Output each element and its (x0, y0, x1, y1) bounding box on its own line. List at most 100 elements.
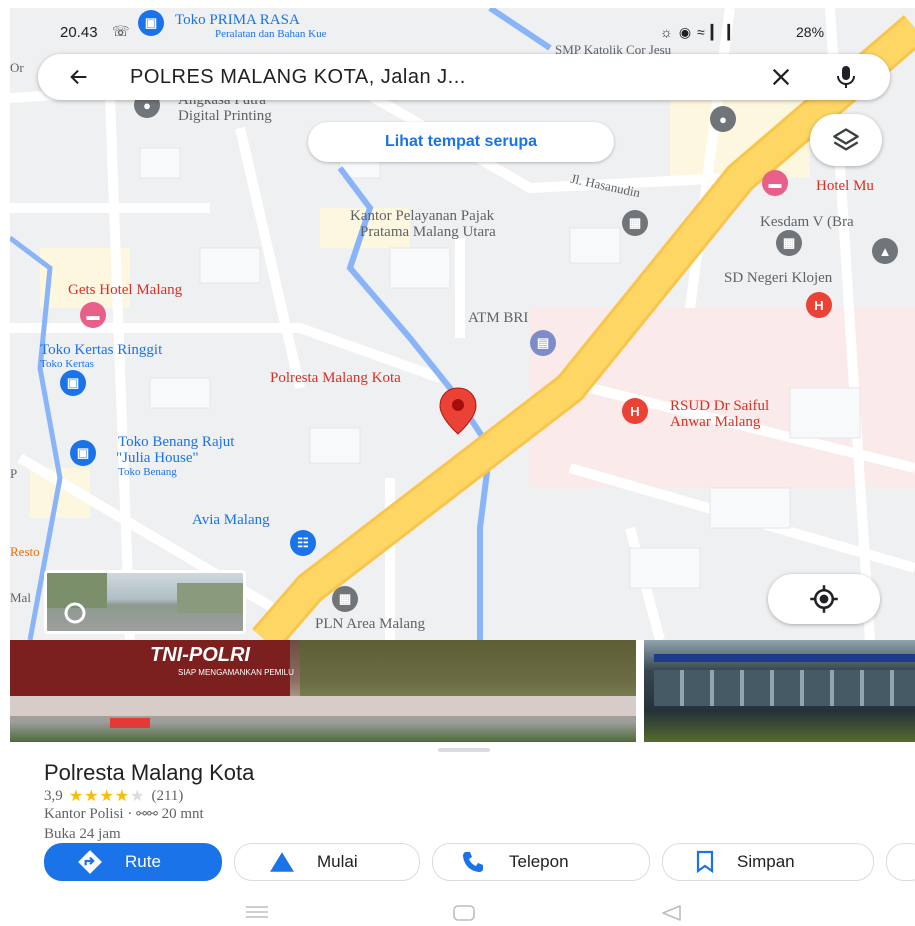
hospital-icon-2[interactable]: H (622, 398, 648, 424)
street-view-thumbnail[interactable] (44, 570, 246, 634)
route-button[interactable]: Rute (44, 843, 222, 881)
map-label-avia[interactable]: Avia Malang (192, 512, 270, 528)
route-label: Rute (125, 852, 161, 871)
back-arrow-icon[interactable] (68, 66, 90, 88)
map-label-pln[interactable]: PLN Area Malang (315, 616, 425, 632)
place-category: Kantor Polisi (44, 806, 124, 822)
star-rating: ★★★★★ (69, 786, 146, 806)
back-nav-icon[interactable] (660, 904, 682, 922)
photo-banner (10, 640, 290, 700)
place-photo-2[interactable] (644, 640, 915, 742)
sheet-drag-handle[interactable] (438, 748, 490, 752)
school-cap-icon[interactable]: ▲ (872, 238, 898, 264)
save-label: Simpan (737, 852, 795, 871)
opening-hours: Buka 24 jam (44, 826, 121, 842)
category-row: Kantor Polisi · ⚯⚯ 20 mnt (44, 806, 204, 823)
map-label-angkasa-2: Digital Printing (178, 108, 272, 124)
my-location-button[interactable] (768, 574, 880, 624)
atm-icon[interactable]: ▤ (530, 330, 556, 356)
call-button[interactable]: Telepon (432, 843, 650, 881)
photo-windows (654, 670, 915, 706)
map-label-toko-benang-1[interactable]: Toko Benang Rajut (118, 434, 235, 450)
map-label-toko-prima-sub: Peralatan dan Bahan Kue (215, 28, 327, 40)
map-label-toko-prima[interactable]: Toko PRIMA RASA (175, 12, 300, 28)
photo-barrier (110, 718, 150, 728)
map-label-atm-bri[interactable]: ATM BRI (468, 310, 529, 326)
map-label-kesdam[interactable]: Kesdam V (Bra (760, 214, 854, 230)
government-building-icon-2[interactable]: ▦ (776, 230, 802, 256)
navigation-arrow-icon (270, 852, 294, 872)
selected-place-pin-icon[interactable] (438, 386, 478, 436)
review-count: (211) (151, 787, 184, 804)
photo-banner-text: TNI-POLRI (150, 644, 250, 666)
map-label-or: Or (10, 60, 24, 75)
hotel-bed-icon-2[interactable]: ▬ (80, 302, 106, 328)
map-label-hotel-mu[interactable]: Hotel Mu (816, 178, 874, 194)
shopping-bag-icon[interactable]: ▣ (138, 10, 164, 36)
status-time: 20.43 (60, 24, 98, 41)
photo-trees (300, 640, 636, 696)
whatsapp-icon: ☏ (112, 23, 130, 39)
menu-nav-icon[interactable] (244, 904, 270, 920)
street-view-icon (47, 573, 243, 624)
call-label: Telepon (509, 852, 569, 871)
hotel-bed-icon[interactable]: ▬ (762, 170, 788, 196)
bookmark-icon (696, 850, 714, 874)
map-label-p: P (10, 466, 18, 481)
photo-banner-subtext: SIAP MENGAMANKAN PEMILU (178, 668, 294, 677)
map-label-toko-benang-2: "Julia House" (116, 450, 199, 466)
more-actions-button[interactable] (886, 843, 915, 881)
map-label-mal: Mal (10, 590, 31, 605)
place-pin-icon[interactable]: ● (710, 106, 736, 132)
star-icon: ★ (99, 788, 115, 805)
similar-places-chip[interactable]: Lihat tempat serupa (308, 122, 614, 162)
motorcycle-icon: ⚯⚯ (136, 806, 158, 821)
map-label-toko-kertas-sub: Toko Kertas (40, 358, 94, 370)
map-label-kantor-pajak-1[interactable]: Kantor Pelayanan Pajak (350, 208, 495, 224)
photo-fence (10, 696, 636, 716)
status-bar: 20.43 ☏ ☼◉≈▎▎ 28% (60, 23, 885, 44)
map-view[interactable]: Toko PRIMA RASA Peralatan dan Bahan Kue … (10, 8, 915, 640)
separator-dot: · (127, 806, 137, 822)
home-nav-icon[interactable] (452, 904, 476, 922)
map-label-resto[interactable]: Resto (10, 544, 40, 559)
shopping-cart-icon[interactable]: ☷ (290, 530, 316, 556)
travel-time: 20 mnt (161, 806, 204, 822)
map-label-toko-benang-sub: Toko Benang (118, 466, 177, 478)
battery-level: 28% (796, 24, 825, 40)
place-title: Polresta Malang Kota (44, 760, 255, 785)
map-label-rsud-1[interactable]: RSUD Dr Saiful (670, 398, 770, 414)
directions-icon (78, 850, 102, 874)
photo-strip[interactable]: TNI-POLRI SIAP MENGAMANKAN PEMILU (10, 640, 915, 742)
star-icon: ★ (68, 788, 85, 805)
save-button[interactable]: Simpan (662, 843, 874, 881)
close-icon[interactable] (770, 66, 792, 88)
phone-icon (463, 852, 483, 872)
search-bar[interactable]: POLRES MALANG KOTA, Jalan J... (38, 54, 890, 100)
map-label-rsud-2: Anwar Malang (670, 414, 761, 430)
shopping-bag-icon-2[interactable]: ▣ (60, 370, 86, 396)
government-building-icon-3[interactable]: ▦ (332, 586, 358, 612)
map-label-sd-negeri[interactable]: SD Negeri Klojen (724, 270, 833, 286)
search-query[interactable]: POLRES MALANG KOTA, Jalan J... (130, 65, 466, 88)
photo-building-sign (654, 654, 915, 662)
start-button[interactable]: Mulai (234, 843, 420, 881)
hospital-icon[interactable]: H (806, 292, 832, 318)
rating-row[interactable]: 3,9 ★★★★★ (211) (44, 786, 183, 806)
government-building-icon[interactable]: ▦ (622, 210, 648, 236)
layers-icon (833, 128, 859, 151)
map-label-gets-hotel[interactable]: Gets Hotel Malang (68, 282, 183, 298)
map-label-toko-kertas[interactable]: Toko Kertas Ringgit (40, 342, 163, 358)
map-label-smp[interactable]: SMP Katolik Cor Jesu (555, 42, 672, 57)
map-label-polresta[interactable]: Polresta Malang Kota (270, 370, 401, 386)
microphone-icon[interactable] (836, 65, 856, 89)
star-icon: ★ (84, 788, 100, 805)
layers-button[interactable] (810, 114, 882, 166)
shopping-bag-icon-3[interactable]: ▣ (70, 440, 96, 466)
map-label-kantor-pajak-2: Pratama Malang Utara (360, 224, 496, 240)
crosshair-icon (810, 585, 838, 613)
star-icon: ★ (130, 788, 146, 805)
status-icons: ☼◉≈▎▎ (660, 24, 745, 40)
place-photo-1[interactable]: TNI-POLRI SIAP MENGAMANKAN PEMILU (10, 640, 636, 742)
star-icon: ★ (114, 788, 131, 805)
